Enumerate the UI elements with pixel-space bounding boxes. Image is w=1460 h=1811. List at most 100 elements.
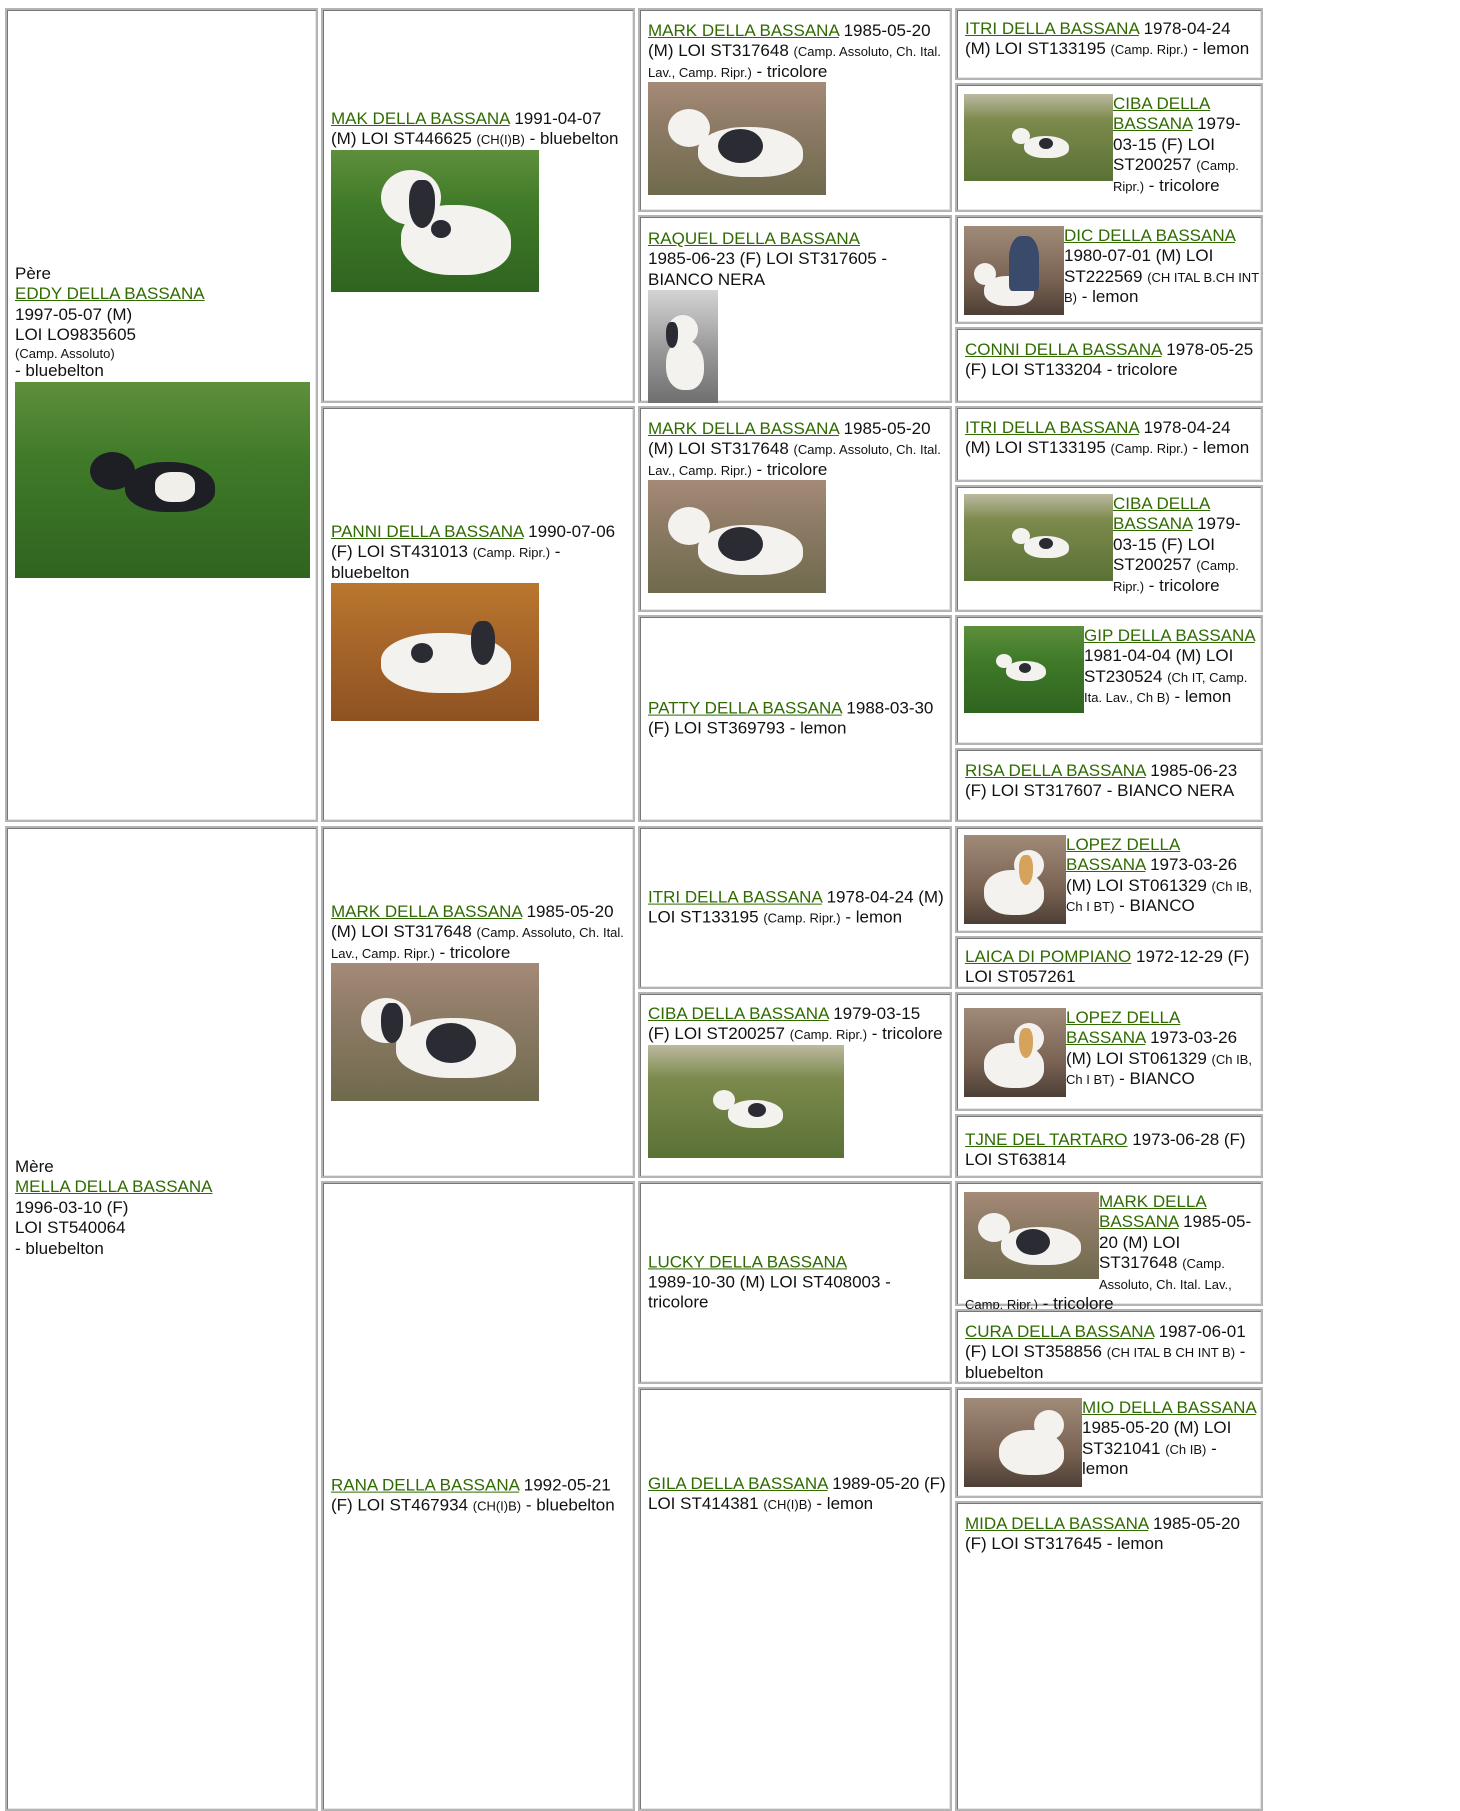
g4-dic-color: - lemon — [1077, 287, 1139, 307]
g4-lopez2-photo — [964, 1008, 1066, 1097]
g4-ciba2-cell: CIBA DELLA BASSANA 1979-03-15 (F) LOI ST… — [955, 485, 1263, 612]
g2-panni-info: 1990-07-06 (F) LOI ST431013 — [331, 522, 616, 562]
g4-mida-info: 1985-05-20 (F) LOI ST317645 - lemon — [965, 1514, 1240, 1554]
g3-mark1-cell: MARK DELLA BASSANA 1985-05-20 (M) LOI ST… — [638, 8, 952, 212]
g4-itri1-titles: (Camp. Ripr.) — [1110, 42, 1188, 58]
father-dob: 1997-05-07 (M) — [15, 304, 133, 324]
father-cell: Père EDDY DELLA BASSANA 1997-05-07 (M) L… — [5, 8, 318, 822]
g3-ciba-link[interactable]: CIBA DELLA BASSANA — [648, 1004, 829, 1023]
g4-ciba1-info: 1979-03-15 (F) LOI ST200257 — [1113, 114, 1241, 175]
g4-conni-link[interactable]: CONNI DELLA BASSANA — [965, 340, 1162, 359]
g3-gila-link[interactable]: GILA DELLA BASSANA — [648, 1474, 828, 1493]
g4-gip-photo — [964, 626, 1084, 713]
g4-dic-photo — [964, 226, 1064, 315]
g3-mark2-link[interactable]: MARK DELLA BASSANA — [648, 419, 839, 438]
g4-ciba1-cell: CIBA DELLA BASSANA 1979-03-15 (F) LOI ST… — [955, 83, 1263, 212]
g2-mark-link[interactable]: MARK DELLA BASSANA — [331, 902, 522, 921]
g4-ciba2-link[interactable]: CIBA DELLA BASSANA — [1113, 494, 1211, 534]
g3-ciba-color: - tricolore — [867, 1024, 943, 1044]
g4-mio-titles: (Ch IB) — [1165, 1441, 1207, 1457]
g2-mak-color: - bluebelton — [524, 129, 619, 149]
g3-gila-titles: (CH(I)B) — [763, 1497, 812, 1513]
g4-gip-link[interactable]: GIP DELLA BASSANA — [1084, 626, 1255, 645]
mother-dob: 1996-03-10 (F) — [15, 1197, 129, 1217]
g4-cura-link[interactable]: CURA DELLA BASSANA — [965, 1322, 1154, 1341]
g4-lopez1-cell: LOPEZ DELLA BASSANA 1973-03-26 (M) LOI S… — [955, 826, 1263, 933]
g2-panni-photo — [331, 583, 539, 722]
g2-panni-link[interactable]: PANNI DELLA BASSANA — [331, 522, 524, 541]
g4-risa-info: 1985-06-23 (F) LOI ST317607 - BIANCO NER… — [965, 761, 1238, 801]
g3-mark2-info: 1985-05-20 (M) LOI ST317648 — [648, 419, 931, 459]
g2-mark-info: 1985-05-20 (M) LOI ST317648 — [331, 902, 614, 942]
g2-panni-color: - bluebelton — [331, 542, 561, 582]
g4-mark-info: 1985-05-20 (M) LOI ST317648 — [1099, 1212, 1252, 1273]
mother-name-link[interactable]: MELLA DELLA BASSANA — [15, 1177, 213, 1197]
g4-mida-link[interactable]: MIDA DELLA BASSANA — [965, 1514, 1149, 1533]
g3-itri-link[interactable]: ITRI DELLA BASSANA — [648, 887, 822, 907]
g4-itri2-cell: ITRI DELLA BASSANA 1978-04-24 (M) LOI ST… — [955, 406, 1263, 482]
father-titles: (Camp. Assoluto) — [15, 345, 115, 361]
g3-raquel-link[interactable]: RAQUEL DELLA BASSANA — [648, 229, 860, 248]
g3-mark2-titles: (Camp. Assoluto, Ch. Ital. Lav., Camp. R… — [648, 442, 941, 478]
g2-panni-cell: PANNI DELLA BASSANA 1990-07-06 (F) LOI S… — [321, 406, 635, 822]
g4-laica-link[interactable]: LAICA DI POMPIANO — [965, 947, 1132, 966]
g3-mark1-photo — [648, 82, 826, 196]
g4-mark-titles: (Camp. Assoluto, Ch. Ital. Lav., Camp. R… — [965, 1256, 1232, 1312]
g4-itri2-info: 1978-04-24 (M) LOI ST133195 — [965, 418, 1231, 458]
g3-itri-cell: ITRI DELLA BASSANA 1978-04-24 (M) LOI ST… — [638, 826, 952, 989]
g4-mio-info: 1985-05-20 (M) LOI ST321041 — [1082, 1418, 1232, 1458]
g3-lucky-info: 1989-10-30 (M) LOI ST408003 - tricolore — [648, 1272, 891, 1312]
father-photo — [15, 381, 310, 578]
g4-gip-titles: (Ch IT, Camp. Ita. Lav., Ch B) — [1084, 669, 1248, 706]
g2-mak-cell: MAK DELLA BASSANA 1991-04-07 (M) LOI ST4… — [321, 8, 635, 403]
g3-ciba-info: 1979-03-15 (F) LOI ST200257 — [648, 1004, 921, 1044]
g4-lopez2-color: - BIANCO — [1114, 1069, 1195, 1089]
g4-lopez1-link[interactable]: LOPEZ DELLA BASSANA — [1066, 835, 1181, 875]
g3-mark1-titles: (Camp. Assoluto, Ch. Ital. Lav., Camp. R… — [648, 44, 941, 80]
g3-itri-info: 1978-04-24 (M) LOI ST133195 — [648, 887, 944, 927]
g4-cura-cell: CURA DELLA BASSANA 1987-06-01 (F) LOI ST… — [955, 1309, 1263, 1384]
g2-mak-link[interactable]: MAK DELLA BASSANA — [331, 109, 510, 128]
g4-lopez1-info: 1973-03-26 (M) LOI ST061329 — [1066, 855, 1238, 895]
g4-laica-cell: LAICA DI POMPIANO 1972-12-29 (F) LOI ST0… — [955, 936, 1263, 989]
g4-mio-link[interactable]: MIO DELLA BASSANA — [1082, 1398, 1256, 1417]
g3-itri-color: - lemon — [840, 907, 903, 927]
g3-lucky-cell: LUCKY DELLA BASSANA 1989-10-30 (M) LOI S… — [638, 1181, 952, 1384]
g2-rana-link[interactable]: RANA DELLA BASSANA — [331, 1475, 520, 1495]
g3-patty-link[interactable]: PATTY DELLA BASSANA — [648, 698, 842, 718]
g4-mark-cell: MARK DELLA BASSANA 1985-05-20 (M) LOI ST… — [955, 1181, 1263, 1313]
g4-mida-cell: MIDA DELLA BASSANA 1985-05-20 (F) LOI ST… — [955, 1501, 1263, 1811]
g3-mark1-link[interactable]: MARK DELLA BASSANA — [648, 21, 839, 40]
g4-dic-cell: DIC DELLA BASSANA 1980-07-01 (M) LOI ST2… — [955, 215, 1263, 324]
g3-gila-color: - lemon — [811, 1494, 874, 1514]
g4-risa-link[interactable]: RISA DELLA BASSANA — [965, 761, 1146, 780]
g4-mark-link[interactable]: MARK DELLA BASSANA — [1099, 1192, 1207, 1232]
g4-ciba1-color: - tricolore — [1144, 175, 1220, 195]
g4-itri1-cell: ITRI DELLA BASSANA 1978-04-24 (M) LOI ST… — [955, 8, 1263, 80]
g4-laica-info: 1972-12-29 (F) LOI ST057261 — [965, 947, 1250, 987]
g4-itri1-link[interactable]: ITRI DELLA BASSANA — [965, 19, 1139, 38]
g3-ciba-titles: (Camp. Ripr.) — [789, 1027, 868, 1043]
g3-patty-info: 1988-03-30 (F) LOI ST369793 - lemon — [648, 698, 934, 738]
g4-ciba2-color: - tricolore — [1144, 575, 1220, 595]
g4-ciba1-link[interactable]: CIBA DELLA BASSANA — [1113, 94, 1211, 134]
father-name-link[interactable]: EDDY DELLA BASSANA — [15, 284, 205, 304]
mother-loi: LOI ST540064 — [15, 1218, 126, 1238]
g3-lucky-link[interactable]: LUCKY DELLA BASSANA — [648, 1251, 848, 1271]
g4-conni-info: 1978-05-25 (F) LOI ST133204 - tricolore — [965, 340, 1254, 380]
g4-tjne-link[interactable]: TJNE DEL TARTARO — [965, 1130, 1128, 1149]
g4-dic-link[interactable]: DIC DELLA BASSANA — [1064, 226, 1236, 245]
g4-mio-photo — [964, 1398, 1082, 1487]
g2-mak-photo — [331, 149, 539, 292]
g4-tjne-info: 1973-06-28 (F) LOI ST63814 — [965, 1130, 1246, 1170]
g4-itri2-link[interactable]: ITRI DELLA BASSANA — [965, 418, 1139, 437]
g4-gip-cell: GIP DELLA BASSANA 1981-04-04 (M) LOI ST2… — [955, 615, 1263, 745]
g2-rana-color: - bluebelton — [521, 1496, 615, 1515]
g4-lopez2-link[interactable]: LOPEZ DELLA BASSANA — [1066, 1008, 1181, 1048]
mother-cell: Mère MELLA DELLA BASSANA 1996-03-10 (F) … — [5, 826, 318, 1811]
g4-itri1-color: - lemon — [1187, 39, 1250, 59]
g2-panni-titles: (Camp. Ripr.) — [472, 545, 551, 561]
g4-mio-color: - lemon — [1082, 1438, 1217, 1479]
g4-ciba1-photo — [964, 94, 1113, 181]
father-role-label: Père — [15, 264, 51, 283]
